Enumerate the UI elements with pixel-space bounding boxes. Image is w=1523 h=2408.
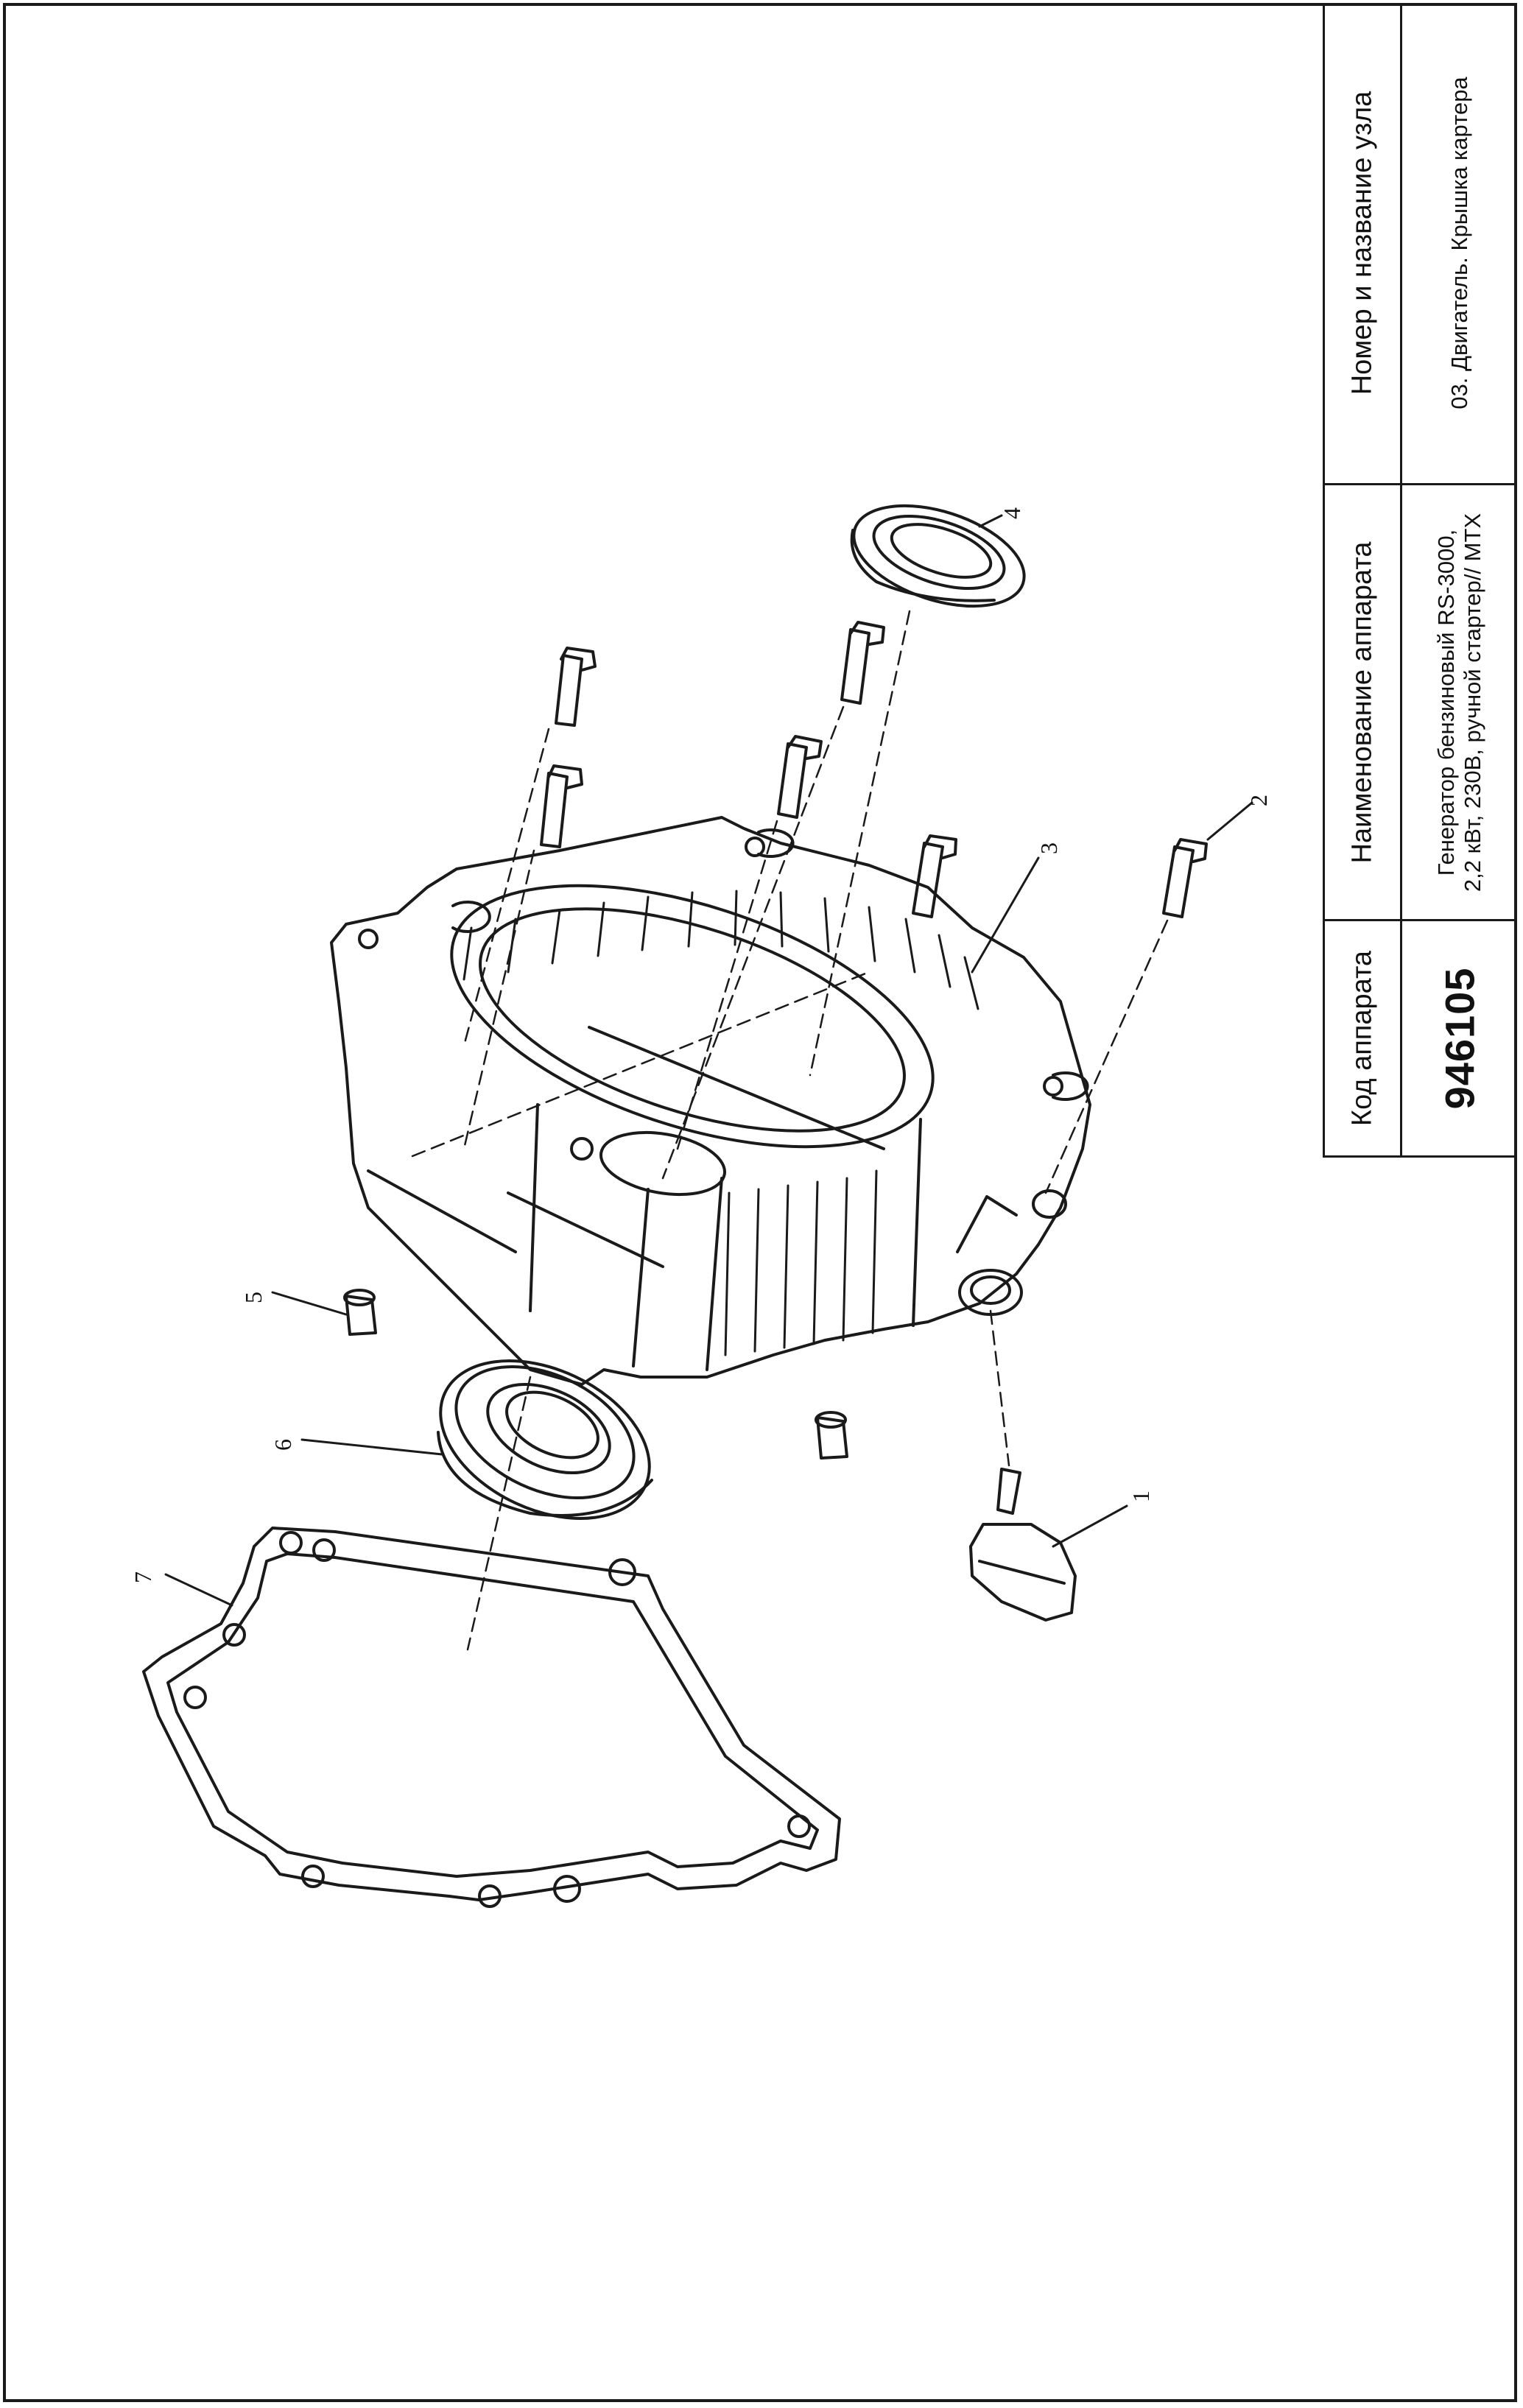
callout-7: 7 <box>130 1571 156 1583</box>
name-line-2: 2,2 кВт, 230В, ручной стартер// МТХ <box>1460 513 1485 892</box>
cover-fins <box>462 890 979 1356</box>
name-cell: Генератор бензиновый RS-3000, 2,2 кВт, 2… <box>1402 485 1517 919</box>
callout-6: 6 <box>270 1439 296 1451</box>
header-unit-cell: Номер и название узла <box>1325 3 1400 483</box>
callouts: 1 2 3 4 5 6 7 <box>130 507 1272 1583</box>
header-name-cell: Наименование аппарата <box>1325 485 1400 919</box>
title-block: Номер и название узла 03. Двигатель. Кры… <box>1323 3 1517 1158</box>
drain-plug-part-1 <box>969 1468 1077 1622</box>
header-name: Наименование аппарата <box>1346 541 1378 863</box>
dowel-pins-part-5 <box>343 1289 848 1460</box>
callout-2: 2 <box>1245 795 1272 806</box>
gasket-part-7 <box>142 1527 841 1908</box>
title-block-row-line <box>1325 483 1517 485</box>
code-cell: 946105 <box>1402 921 1517 1155</box>
drawing-frame <box>3 3 1517 2402</box>
header-code-cell: Код аппарата <box>1325 921 1400 1155</box>
name-value: Генератор бензиновый RS-3000, 2,2 кВт, 2… <box>1433 513 1486 891</box>
bearing-part-6 <box>437 1359 653 1520</box>
title-block-row-line <box>1325 919 1517 921</box>
assembly-lines <box>411 610 1169 1651</box>
header-code: Код аппарата <box>1346 950 1378 1127</box>
unit-value: 03. Двигатель. Крышка картера <box>1446 77 1472 409</box>
title-block-divider <box>1400 3 1402 1155</box>
callout-1: 1 <box>1128 1490 1154 1502</box>
bolts-part-2 <box>540 621 1208 918</box>
leader-lines <box>164 514 1253 1607</box>
callout-4: 4 <box>999 507 1025 519</box>
callout-3: 3 <box>1035 842 1062 854</box>
callout-5: 5 <box>240 1292 267 1303</box>
header-unit: Номер и название узла <box>1346 91 1378 395</box>
code-value: 946105 <box>1436 967 1483 1110</box>
oil-seal-part-4 <box>850 504 1026 608</box>
unit-cell: 03. Двигатель. Крышка картера <box>1402 3 1517 483</box>
crankcase-cover-part-3 <box>330 816 1091 1386</box>
name-line-1: Генератор бензиновый RS-3000, <box>1433 529 1459 876</box>
